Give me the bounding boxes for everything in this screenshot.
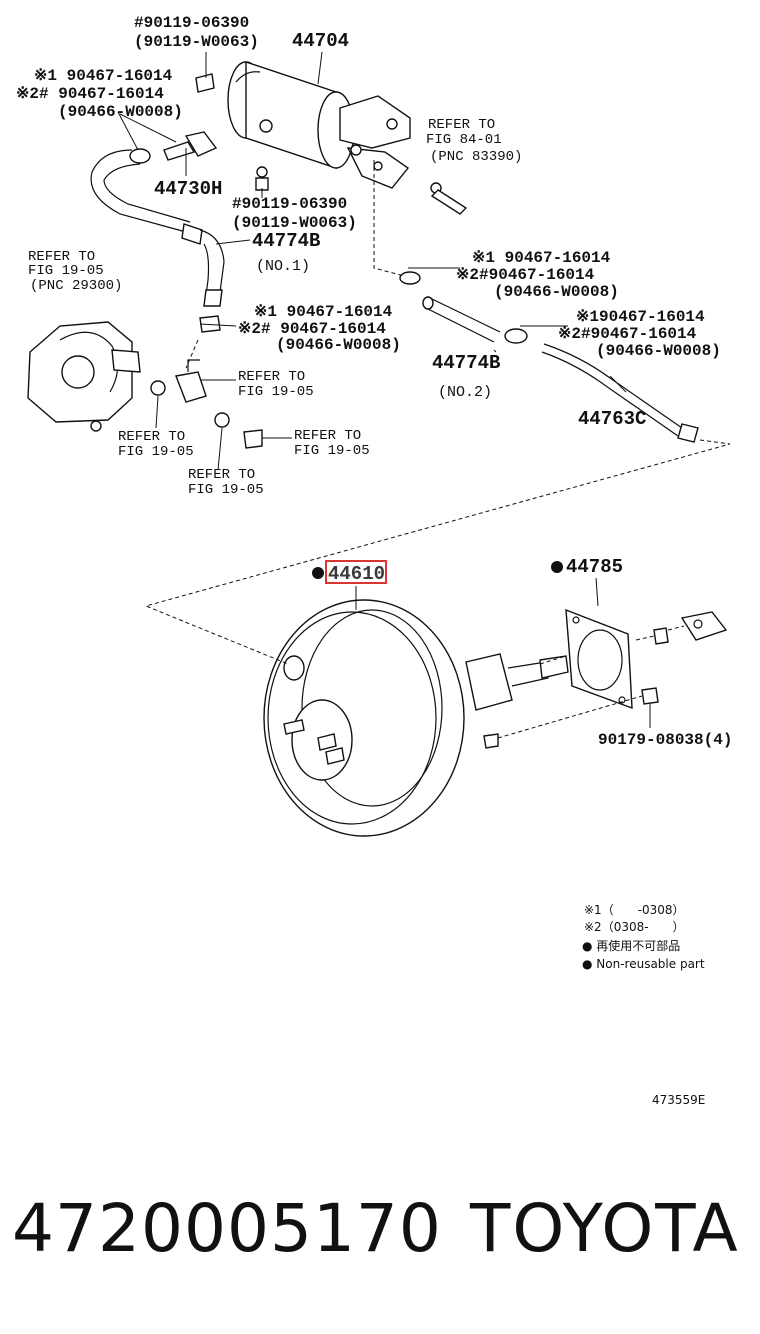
footer-brand: TOYOTA — [470, 1190, 740, 1267]
ref-fig-19-a2[interactable]: FIG 19-05 — [28, 263, 104, 279]
vacuum-pump-illustration — [27, 315, 263, 449]
label-no1: (NO.1) — [256, 258, 310, 275]
footer-part-number: 4720005170 — [12, 1190, 442, 1267]
label-clamp-d3: (90466-W0008) — [596, 342, 721, 360]
label-clamp-c1: ※1 90467-16014 — [254, 303, 393, 321]
exploded-parts-diagram: #90119-06390 (90119-W0063) 44704 ※1 9046… — [16, 14, 732, 1107]
image-code: 473559E — [652, 1093, 705, 1107]
non-reusable-dot-44785 — [551, 561, 563, 573]
legend-row-2: ※2（0308- ） — [584, 920, 685, 934]
ref-fig-19-b1: REFER TO — [238, 369, 305, 385]
legend-row-1: ※1（ -0308） — [584, 903, 685, 917]
ref-fig-19-d1: REFER TO — [294, 428, 361, 444]
highlight-box-44610 — [325, 560, 387, 584]
part-label-44763C[interactable]: 44763C — [578, 408, 646, 430]
ref-fig-19-e1: REFER TO — [188, 467, 255, 483]
legend-row-3: ● 再使用不可部品 — [582, 938, 680, 953]
part-label-44730H[interactable]: 44730H — [154, 178, 222, 200]
part-label-44785[interactable]: 44785 — [566, 556, 623, 578]
ref-fig-19-b2[interactable]: FIG 19-05 — [238, 384, 314, 400]
ref-fig-19-c2[interactable]: FIG 19-05 — [118, 444, 194, 460]
vacuum-tank-illustration — [195, 61, 468, 215]
label-clamp-d2: ※2#90467-16014 — [558, 325, 697, 343]
label-clamp-c2: ※2# 90467-16014 — [238, 320, 386, 338]
non-reusable-dot-44610 — [312, 567, 324, 579]
label-top-bolt-alt: (90119-W0063) — [134, 33, 259, 51]
label-clamp-d1: ※190467-16014 — [576, 308, 705, 326]
label-clamp-b1: ※1 90467-16014 — [472, 249, 611, 267]
part-label-44704[interactable]: 44704 — [292, 30, 349, 52]
part-label-44610[interactable]: 44610 — [328, 563, 385, 585]
ref-fig-19-c1: REFER TO — [118, 429, 185, 445]
ref-fig-19-d2[interactable]: FIG 19-05 — [294, 443, 370, 459]
legend: ※1（ -0308） ※2（0308- ） ● 再使用不可部品 ● Non-re… — [582, 903, 705, 971]
label-mid-bolt: #90119-06390 — [232, 195, 347, 213]
part-label-90179-08038[interactable]: 90179-08038(4) — [598, 731, 732, 749]
brake-booster-illustration — [263, 599, 569, 837]
label-no2: (NO.2) — [438, 384, 492, 401]
label-top-bolt: #90119-06390 — [134, 14, 249, 32]
leader-lines — [117, 51, 731, 739]
ref-fig-19-e2[interactable]: FIG 19-05 — [188, 482, 264, 498]
label-clamp-a3: (90466-W0008) — [58, 103, 183, 121]
label-clamp-b3: (90466-W0008) — [494, 283, 619, 301]
ref-fig-84-line3: (PNC 83390) — [430, 149, 522, 165]
label-clamp-c3: (90466-W0008) — [276, 336, 401, 354]
label-clamp-b2: ※2#90467-16014 — [456, 266, 595, 284]
check-valve-hose-illustration — [90, 131, 269, 307]
label-clamp-a2: ※2# 90467-16014 — [16, 85, 164, 103]
ref-fig-19-a3: (PNC 29300) — [30, 278, 122, 294]
ref-fig-84-line1: REFER TO — [428, 117, 495, 133]
legend-row-4: ● Non-reusable part — [582, 957, 705, 971]
label-clamp-a1: ※1 90467-16014 — [34, 67, 173, 85]
part-label-44774B-no2[interactable]: 44774B — [432, 352, 500, 374]
gasket-clevis-illustration — [565, 608, 728, 710]
label-mid-bolt-alt: (90119-W0063) — [232, 214, 357, 232]
part-label-44774B-no1[interactable]: 44774B — [252, 230, 320, 252]
ref-fig-84-line2[interactable]: FIG 84-01 — [426, 132, 502, 148]
hose-pipe-illustration — [399, 271, 699, 443]
footer-banner: 4720005170 TOYOTA — [0, 1180, 760, 1290]
ref-fig-19-a1: REFER TO — [28, 249, 95, 265]
